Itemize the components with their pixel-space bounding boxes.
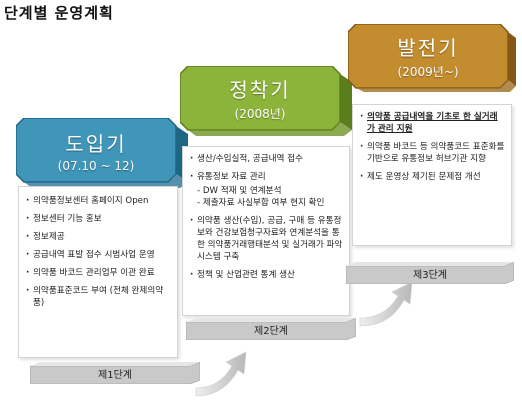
stage-1-header: 도입기 (07.10 ~ 12) <box>16 118 176 182</box>
stage-2-label: 제2단계 <box>254 325 288 337</box>
stage-2-item: 생산/수입실적, 공급내역 접수 <box>189 153 343 165</box>
stage-1-label-plate: 제1단계 <box>30 362 200 384</box>
arrow-stage2-to-stage3 <box>359 281 413 327</box>
stage-1-item: 정보센터 기능 홍보 <box>25 213 171 225</box>
stage-2-header: 정착기 (2008년) <box>180 66 340 130</box>
stage-1-body: 의약품정보센터 홈페이지 Open 정보센터 기능 홍보 정보제공 공급내역 표… <box>18 186 178 358</box>
stage-2-item: 의약품 생산(수입), 공급, 구매 등 유통정보와 건강보험청구자료와 연계분… <box>189 215 343 263</box>
stage-3-label-plate: 제3단계 <box>346 262 514 284</box>
stage-1-item: 의약품정보센터 홈페이지 Open <box>25 195 171 207</box>
stage-3-body: 의약품 공급내역을 기초로 한 실거래가 관리 지원 의약품 바코드 등 의약품… <box>352 104 512 246</box>
stage-1-item: 의약품 바코드 관리업무 이관 완료 <box>25 267 171 279</box>
stage-2-item: 유통정보 자료 관리 - DW 적재 및 연계분석 - 제출자료 사실부합 여부… <box>189 171 343 209</box>
stage-1-item: 의약품표준코드 부여 (전체 완제의약품) <box>25 285 171 309</box>
stage-3-item: 의약품 바코드 등 의약품코드 표준화를 기반으로 유통정보 허브기관 지향 <box>359 141 505 165</box>
stage-2-header-shape <box>180 66 352 136</box>
stage-2-label-plate: 제2단계 <box>186 318 356 340</box>
arrow-stage1-to-stage2 <box>195 351 247 397</box>
stage-3-header: 발전기 (2009년~) <box>348 24 508 88</box>
stage-2-subitem: - DW 적재 및 연계분석 <box>197 186 282 196</box>
stage-3-item: 제도 운영상 제기된 문제점 개선 <box>359 171 505 183</box>
stage-1-name: 도입기 <box>65 131 127 156</box>
stage-2-item-text: 유통정보 자료 관리 <box>197 172 266 182</box>
stage-2-name: 정착기 <box>229 78 291 102</box>
stage-3-header-shape <box>348 24 516 92</box>
stage-3-period: (2009년~) <box>397 65 459 79</box>
stage-3-label: 제3단계 <box>413 269 447 281</box>
stage-2-subitem: - 제출자료 사실부합 여부 현지 확인 <box>197 198 325 208</box>
stage-3-item: 의약품 공급내역을 기초로 한 실거래가 관리 지원 <box>359 111 505 135</box>
stage-2-body: 생산/수입실적, 공급내역 접수 유통정보 자료 관리 - DW 적재 및 연계… <box>182 146 350 316</box>
stage-1-item: 공급내역 표발 접수 시범사업 운영 <box>25 249 171 261</box>
stage-2-period: (2008년) <box>234 107 286 121</box>
stage-2-item: 정책 및 산업관련 통계 생산 <box>189 269 343 281</box>
stage-1-label: 제1단계 <box>98 369 132 381</box>
stage-1-item: 정보제공 <box>25 231 171 243</box>
page-title: 단계별 운영계획 <box>4 4 114 22</box>
stage-3-name: 발전기 <box>397 36 459 60</box>
stage-1-period: (07.10 ~ 12) <box>57 158 135 173</box>
